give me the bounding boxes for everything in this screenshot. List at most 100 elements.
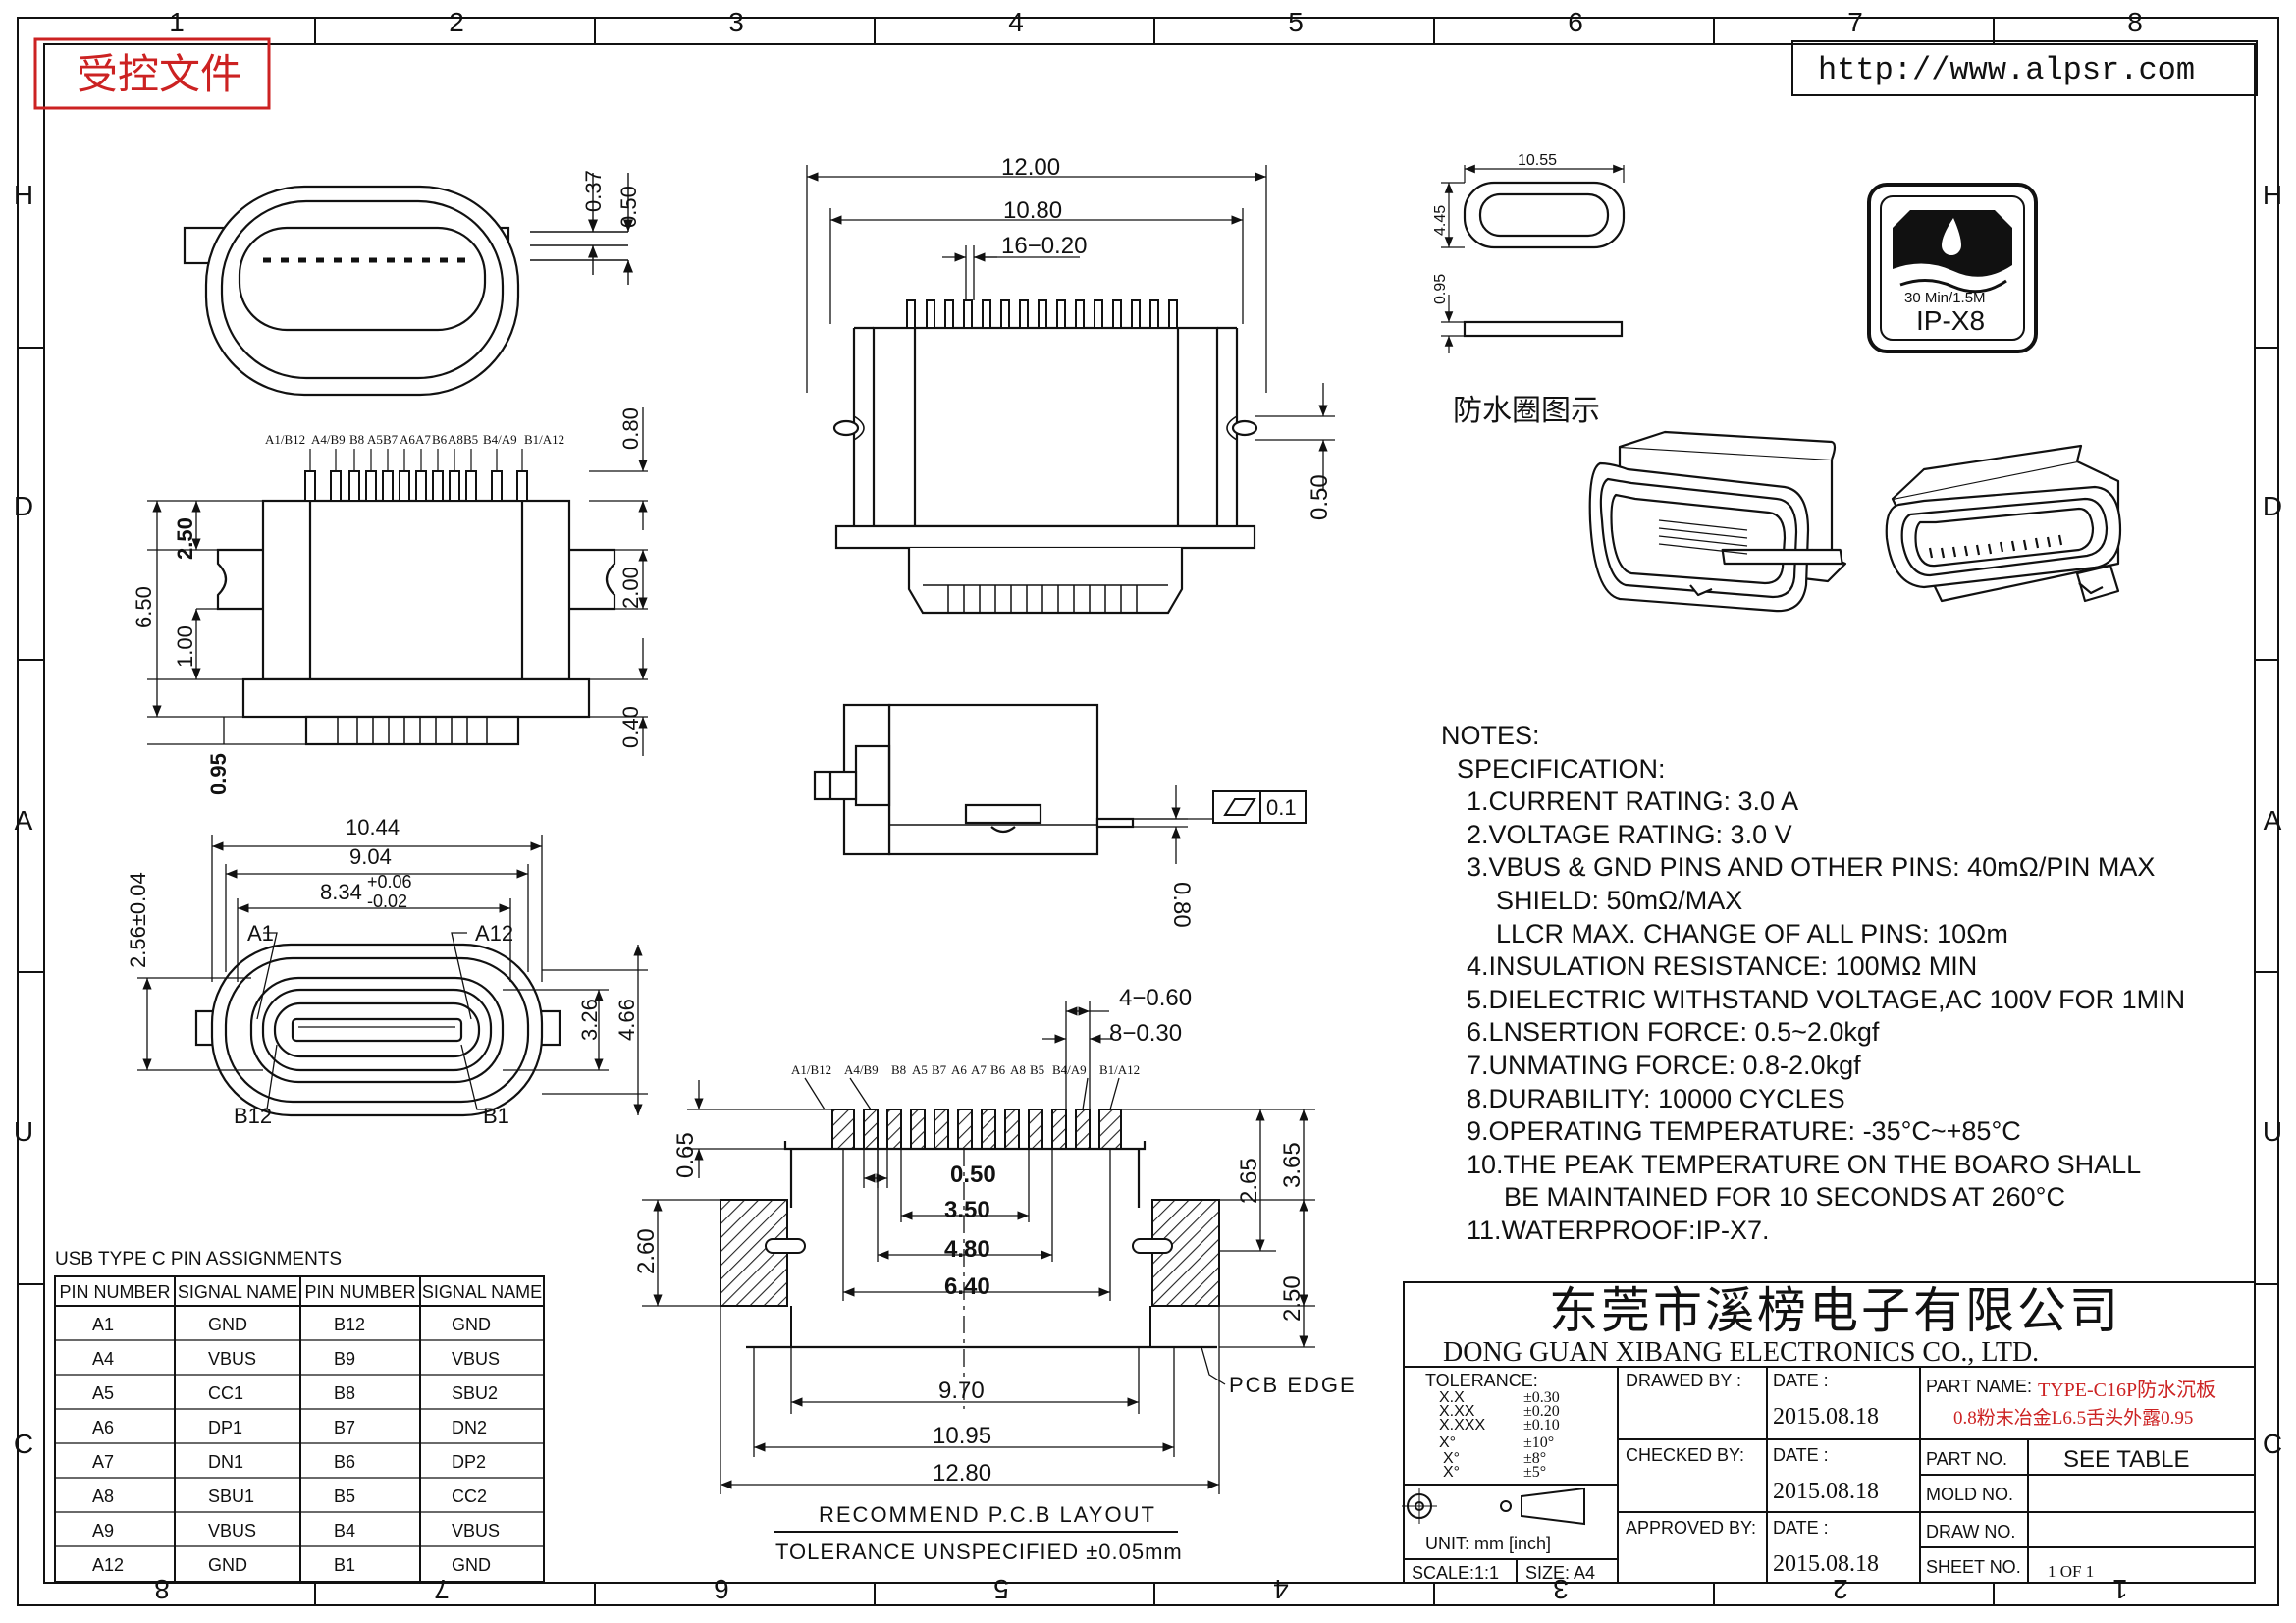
note-item: 2.VOLTAGE RATING: 3.0 V (1467, 819, 1792, 849)
notes-spec: SPECIFICATION: (1457, 753, 1666, 784)
table-row: A7 DN1 B6 DP2 (92, 1452, 486, 1472)
gasket-view (1441, 164, 1626, 353)
note-item: SHIELD: 50mΩ/MAX (1496, 885, 1743, 915)
profile-view (813, 703, 1135, 856)
dim-label: 4.45 (1432, 205, 1449, 236)
note-item: 7.UNMATING FORCE: 0.8-2.0kgf (1467, 1050, 1861, 1080)
pin-label: A7 (415, 432, 431, 447)
sheet-no-label: SHEET NO. (1926, 1557, 2021, 1577)
dim-label: 4.66 (614, 999, 639, 1041)
pin-callout: B1 (483, 1104, 509, 1128)
row-label: H (2263, 180, 2282, 210)
top-view (183, 185, 628, 397)
pin-label: B7 (383, 432, 399, 447)
iso-render-left (1588, 430, 1847, 613)
approved-by-label: APPROVED BY: (1626, 1518, 1756, 1538)
table-cell: GND (452, 1555, 491, 1575)
pin-table-body: A1 GND B12 GND A4 VBUS B9 VBUS A5 CC1 B8… (92, 1315, 500, 1575)
row-label: C (14, 1429, 33, 1459)
dim-label: 4.80 (944, 1236, 990, 1263)
part-no-value: SEE TABLE (2063, 1446, 2190, 1473)
table-cell: B9 (334, 1349, 355, 1369)
pin-label: B5 (463, 432, 478, 447)
pin-header-labels: A1/B12 A4/B9 B8 A5 B7 A6 A7 B6 A8 B5 B4/… (265, 432, 564, 447)
row-label: A (15, 805, 33, 836)
table-cell: DN2 (452, 1418, 487, 1437)
pcb-layout-tolerance: TOLERANCE UNSPECIFIED ±0.05mm (775, 1540, 1183, 1564)
dim-label: 8.34 (320, 880, 362, 904)
pin-label: B8 (891, 1062, 906, 1077)
tol-key: X° (1443, 1464, 1460, 1481)
row-label: H (14, 180, 33, 210)
pin-label: B6 (432, 432, 448, 447)
tol-val: ±8° (1523, 1450, 1546, 1467)
table-cell: SBU2 (452, 1383, 498, 1403)
col-label: 5 (1288, 7, 1304, 37)
table-row: A8 SBU1 B5 CC2 (92, 1487, 487, 1506)
pin-table-header: PIN NUMBER (59, 1282, 170, 1302)
controlled-doc-text: 受控文件 (77, 52, 241, 98)
table-cell: B1 (334, 1555, 355, 1575)
tol-val: ±5° (1523, 1464, 1546, 1481)
pin-label: A8 (1010, 1062, 1026, 1077)
side-view-dim-lines (806, 165, 1335, 491)
row-label: A (2264, 805, 2282, 836)
col-label: 7 (434, 1574, 450, 1604)
col-label: 3 (728, 7, 744, 37)
tol-val: ±0.10 (1523, 1417, 1560, 1434)
projection-symbol-icon (1402, 1487, 1585, 1526)
iso-render-right (1885, 444, 2122, 603)
part-name-line2: 0.8粉末冶金L6.5舌头外露0.95 (1953, 1407, 2193, 1429)
col-label: 2 (1833, 1574, 1848, 1604)
dim-label: 0.80 (618, 407, 643, 450)
dim-label: 0.95 (206, 753, 231, 795)
col-label: 6 (1568, 7, 1583, 37)
col-label: 8 (154, 1574, 170, 1604)
dim-label: 2.00 (618, 567, 643, 609)
mold-no-label: MOLD NO. (1926, 1485, 2013, 1504)
dim-label: 2.56±0.04 (126, 872, 150, 968)
pin-label: B8 (349, 432, 364, 447)
table-cell: DN1 (208, 1452, 243, 1472)
side-view (832, 326, 1258, 615)
col-label: 1 (2112, 1574, 2128, 1604)
pin-label: B7 (932, 1062, 947, 1077)
part-name-label: PART NAME: (1926, 1377, 2032, 1396)
dim-label: 6.40 (944, 1273, 990, 1300)
pin-callout: A1 (247, 921, 274, 946)
dim-label: 0.50 (1307, 474, 1333, 520)
col-label: 3 (1553, 1574, 1569, 1604)
table-cell: B5 (334, 1487, 355, 1506)
pin-label: A5 (912, 1062, 928, 1077)
table-row: A12 GND B1 GND (92, 1555, 491, 1575)
table-cell: B6 (334, 1452, 355, 1472)
pin-header-dims: 2.50 6.50 1.00 0.95 0.80 2.00 0.40 (132, 407, 643, 795)
table-cell: B8 (334, 1383, 355, 1403)
pin-table-title: USB TYPE C PIN ASSIGNMENTS (55, 1249, 342, 1270)
dim-label: 12.80 (933, 1460, 991, 1487)
col-label: 4 (1273, 1574, 1289, 1604)
dim-label: 8−0.30 (1109, 1020, 1182, 1047)
row-label: U (2263, 1116, 2282, 1147)
pin-label: A6 (400, 432, 415, 447)
pin-label: B6 (990, 1062, 1006, 1077)
table-cell: GND (208, 1555, 247, 1575)
tol-key: X.XX (1439, 1403, 1475, 1420)
note-item: LLCR MAX. CHANGE OF ALL PINS: 10Ωm (1496, 918, 2008, 948)
table-cell: B7 (334, 1418, 355, 1437)
dim-label: 9.04 (349, 844, 392, 869)
company-cn: 东莞市溪榜电子有限公司 (1549, 1283, 2121, 1338)
dim-label: -0.02 (367, 892, 407, 911)
dim-label: 1.00 (173, 625, 197, 668)
date-label: DATE : (1773, 1371, 1829, 1390)
checked-date: 2015.08.18 (1773, 1479, 1879, 1504)
pin-table: USB TYPE C PIN ASSIGNMENTS PIN NUMBER SI… (54, 1249, 545, 1583)
flatness-value: 0.1 (1266, 795, 1297, 820)
row-label: U (14, 1116, 33, 1147)
tol-val: ±0.30 (1523, 1389, 1560, 1406)
table-row: A4 VBUS B9 VBUS (92, 1349, 500, 1369)
dim-label: 3.26 (577, 999, 602, 1041)
pin-label: A1/B12 (791, 1062, 831, 1077)
pin-label: B4/A9 (483, 432, 517, 447)
table-cell: A5 (92, 1383, 114, 1403)
